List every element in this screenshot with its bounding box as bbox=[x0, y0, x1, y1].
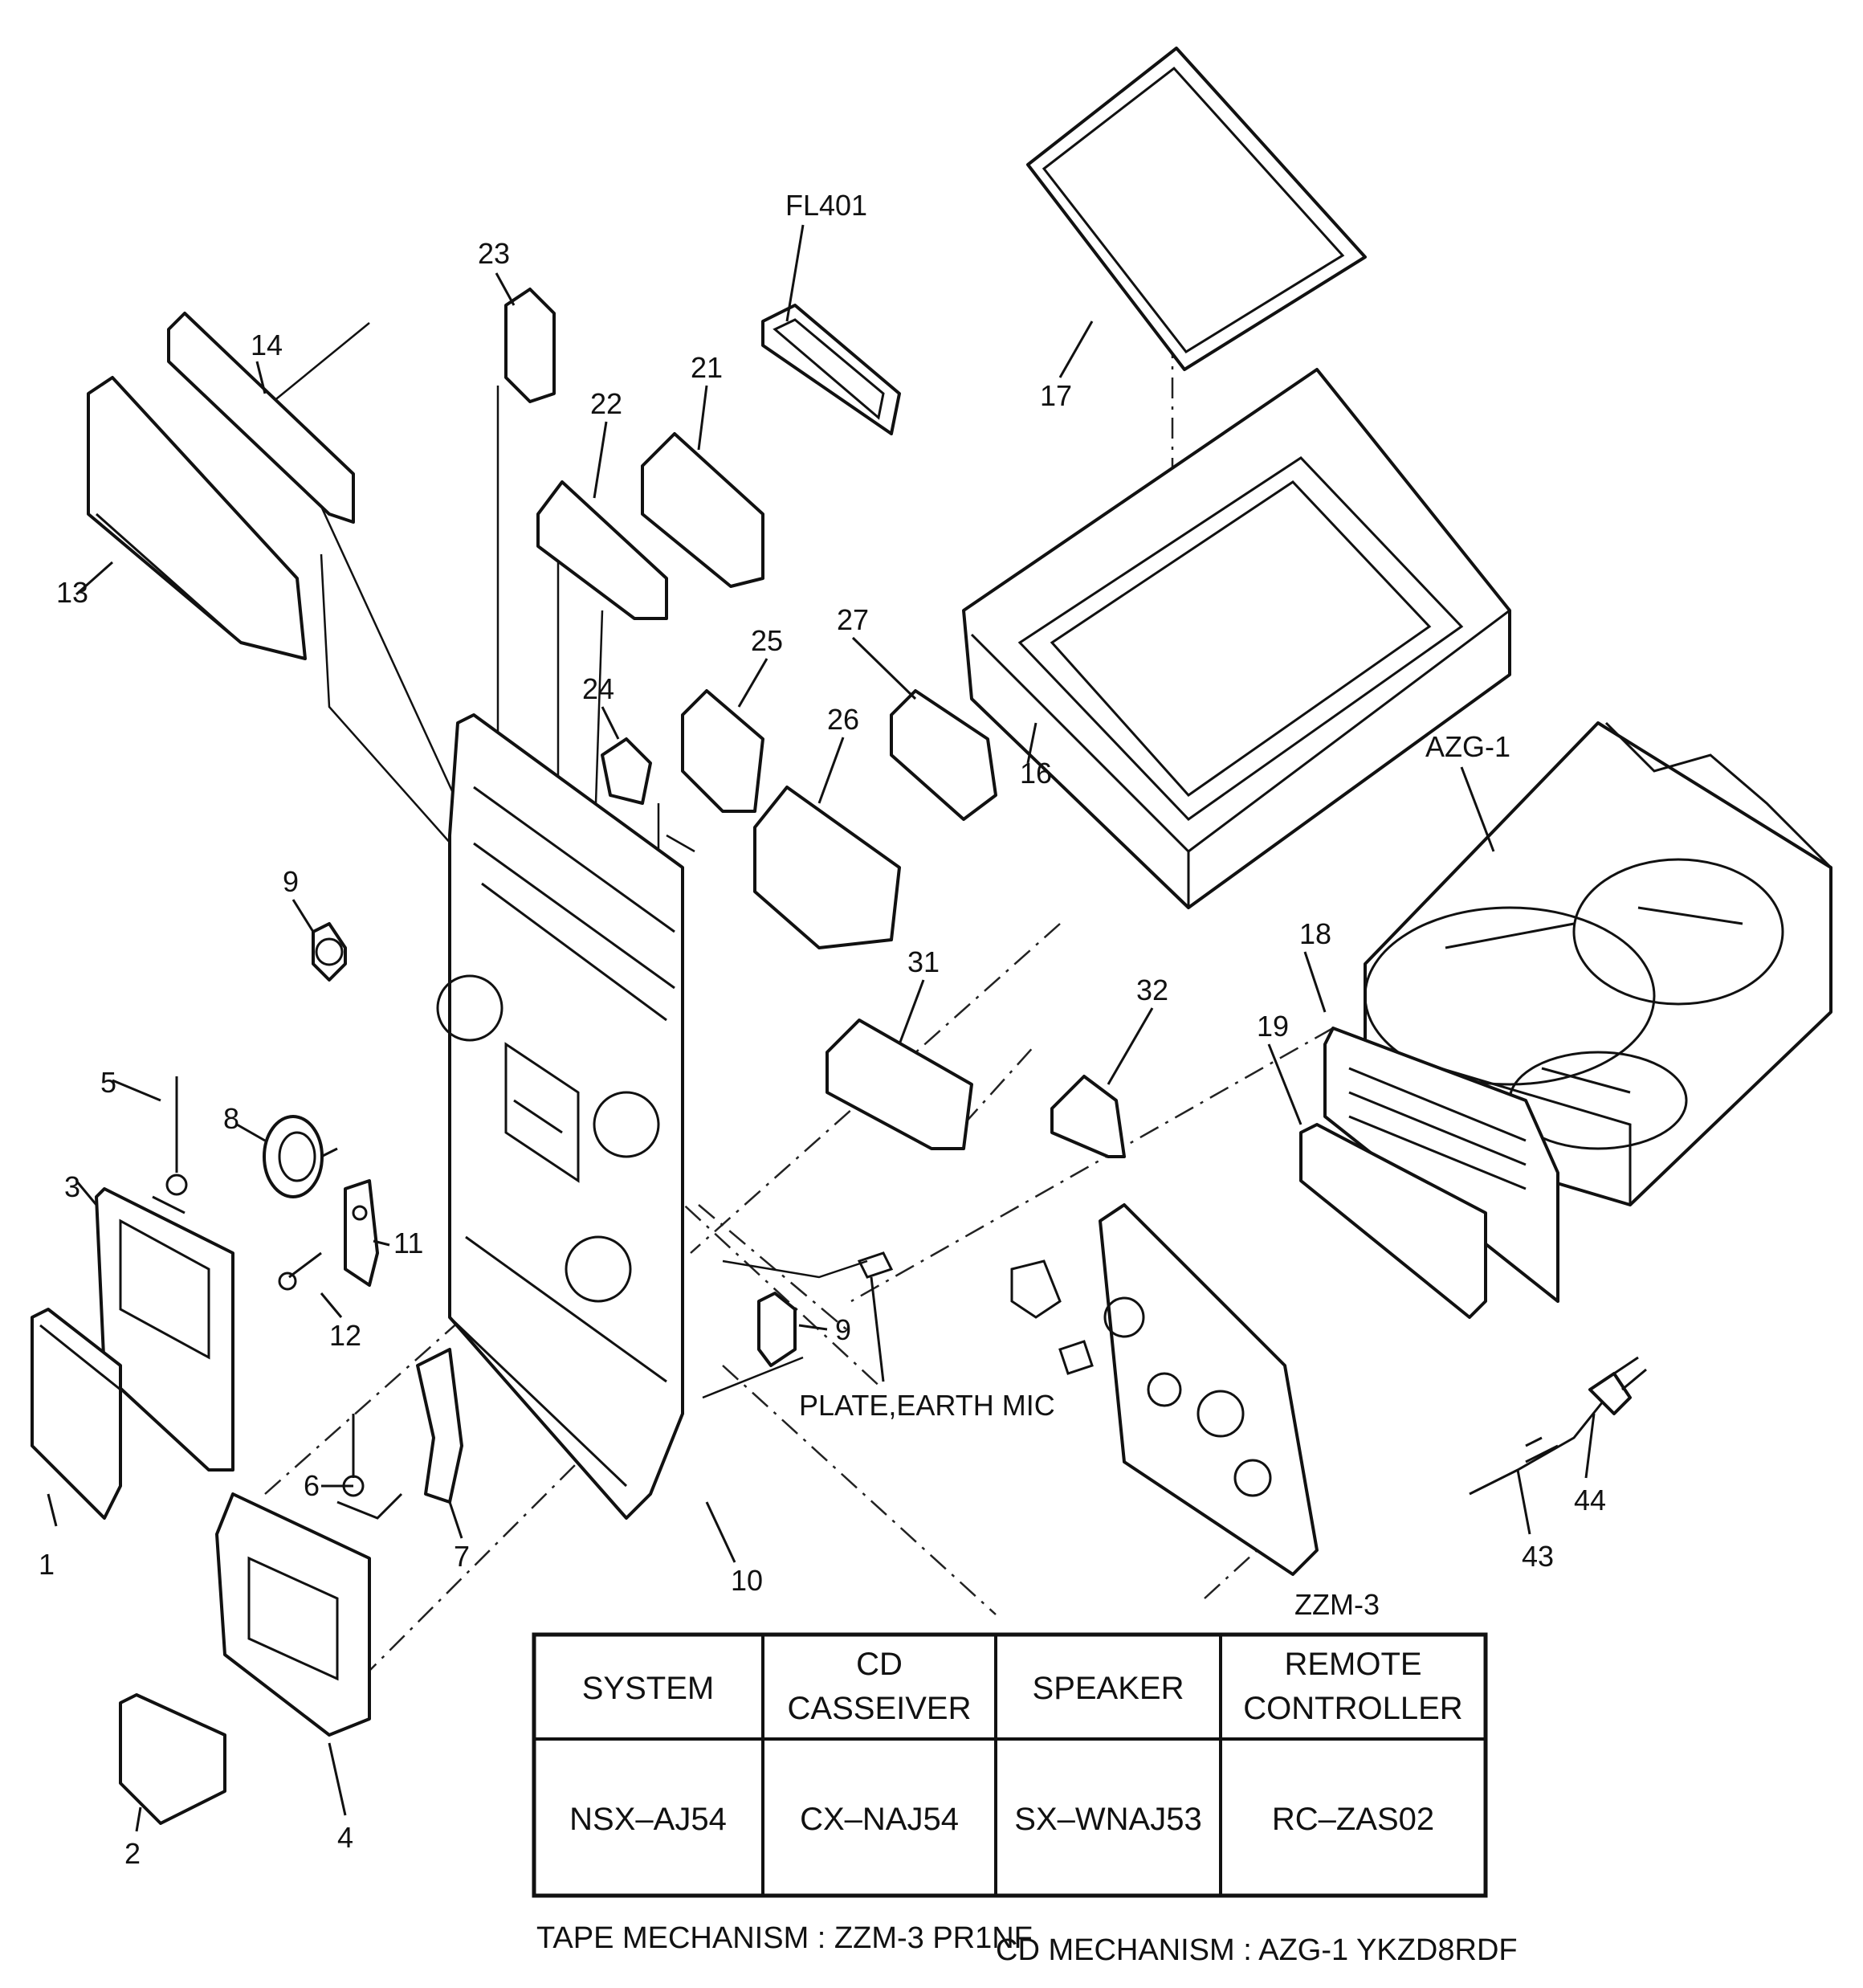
part-26-button-block bbox=[753, 786, 901, 949]
label-24: 24 bbox=[582, 672, 614, 705]
label-22: 22 bbox=[590, 387, 622, 420]
plate-earth-mic-part bbox=[857, 1251, 894, 1279]
part-24-clip bbox=[601, 737, 652, 805]
label-6: 6 bbox=[304, 1469, 320, 1502]
label-17: 17 bbox=[1040, 379, 1072, 412]
cell-remote-controller: RC–ZAS02 bbox=[1272, 1802, 1434, 1837]
label-19: 19 bbox=[1257, 1010, 1289, 1043]
label-plate-earth-mic: PLATE,EARTH MIC bbox=[799, 1389, 1055, 1422]
part-6-spring bbox=[336, 1414, 403, 1520]
header-remote: REMOTE bbox=[1284, 1647, 1421, 1682]
part-27-holder bbox=[890, 689, 997, 821]
label-13: 13 bbox=[56, 576, 88, 609]
header-controller: CONTROLLER bbox=[1243, 1691, 1462, 1726]
part-5-spring bbox=[152, 1076, 188, 1214]
model-table: SYSTEM CD CASSEIVER SPEAKER REMOTE CONTR… bbox=[532, 1632, 1488, 1898]
part-19-tray-panel bbox=[1299, 1123, 1487, 1319]
part-12-screw bbox=[278, 1251, 322, 1291]
part-8-volume-knob bbox=[263, 1115, 338, 1198]
label-26: 26 bbox=[827, 703, 859, 736]
part-4-cassette-door bbox=[215, 1492, 371, 1737]
part-fl401-display bbox=[761, 304, 901, 435]
part-1-panel bbox=[31, 1308, 122, 1520]
label-18: 18 bbox=[1299, 917, 1331, 950]
label-44: 44 bbox=[1574, 1484, 1606, 1517]
part-labels: 1 2 3 4 5 6 7 8 9 9 10 11 12 13 14 16 17… bbox=[39, 189, 1606, 1870]
part-23-switch bbox=[504, 288, 556, 403]
label-27: 27 bbox=[837, 603, 869, 636]
label-11: 11 bbox=[393, 1227, 423, 1259]
label-23: 23 bbox=[478, 237, 510, 270]
header-speaker: SPEAKER bbox=[1033, 1671, 1184, 1706]
part-14-panel bbox=[167, 312, 355, 524]
label-10: 10 bbox=[731, 1564, 763, 1597]
label-9b: 9 bbox=[835, 1313, 851, 1346]
part-18-cd-tray bbox=[1323, 1027, 1559, 1303]
part-11-bracket bbox=[344, 1179, 379, 1287]
label-25: 25 bbox=[751, 624, 783, 657]
cell-speaker: SX–WNAJ53 bbox=[1014, 1802, 1201, 1837]
label-31: 31 bbox=[907, 945, 940, 978]
cell-cd-casseiver: CX–NAJ54 bbox=[800, 1802, 959, 1837]
part-2-panel bbox=[119, 1693, 226, 1825]
label-43: 43 bbox=[1522, 1540, 1554, 1573]
label-14: 14 bbox=[251, 329, 283, 361]
part-7-lever bbox=[416, 1348, 463, 1504]
cd-mechanism-note: CD MECHANISM : AZG-1 YKZD8RDF bbox=[996, 1933, 1518, 1967]
part-31-button-block bbox=[826, 1018, 973, 1150]
header-casseiver: CASSEIVER bbox=[788, 1691, 972, 1726]
label-azg-1: AZG-1 bbox=[1425, 730, 1510, 763]
part-9-knob-a bbox=[312, 922, 347, 982]
label-leaders bbox=[47, 224, 1596, 1832]
part-10-front-panel bbox=[436, 713, 684, 1520]
part-9-knob-b bbox=[757, 1292, 797, 1367]
label-fl401: FL401 bbox=[785, 189, 867, 222]
label-5: 5 bbox=[100, 1066, 116, 1099]
label-1: 1 bbox=[39, 1548, 55, 1581]
label-12: 12 bbox=[329, 1319, 361, 1352]
label-21: 21 bbox=[691, 351, 723, 384]
label-32: 32 bbox=[1136, 974, 1168, 1006]
tape-mechanism-note: TAPE MECHANISM : ZZM-3 PR1NF bbox=[536, 1921, 1033, 1955]
part-32-board bbox=[1050, 1075, 1126, 1158]
part-16-cabinet bbox=[962, 368, 1511, 909]
part-13-panel bbox=[87, 376, 307, 660]
label-3: 3 bbox=[64, 1170, 80, 1203]
label-zzm-3: ZZM-3 bbox=[1294, 1588, 1380, 1621]
part-17-top-cover bbox=[1026, 47, 1367, 371]
cell-system: NSX–AJ54 bbox=[569, 1802, 727, 1837]
label-2: 2 bbox=[124, 1837, 141, 1870]
tape-mechanism-zzm-3 bbox=[1010, 1203, 1319, 1576]
part-21-button-block bbox=[641, 432, 764, 588]
label-7: 7 bbox=[454, 1540, 470, 1573]
label-9a: 9 bbox=[283, 865, 299, 898]
header-system: SYSTEM bbox=[582, 1671, 714, 1706]
power-cord-parts bbox=[1469, 1356, 1647, 1496]
part-25-button-block bbox=[681, 689, 764, 813]
header-cd: CD bbox=[856, 1647, 903, 1682]
label-16: 16 bbox=[1020, 757, 1052, 790]
label-8: 8 bbox=[223, 1102, 239, 1135]
part-22-bracket bbox=[536, 480, 668, 620]
label-4: 4 bbox=[337, 1821, 353, 1854]
